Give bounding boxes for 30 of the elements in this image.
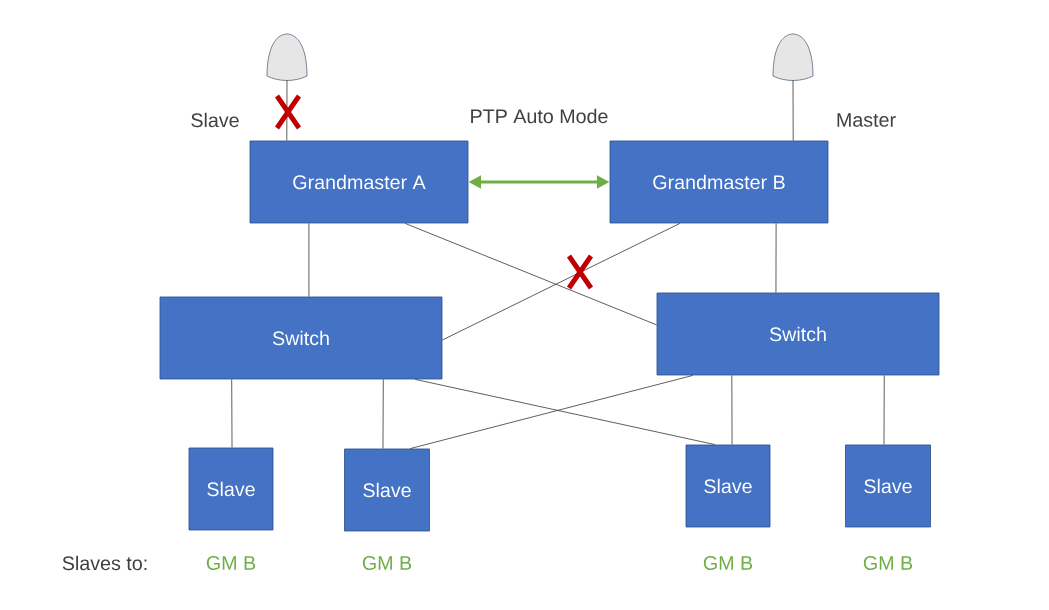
connector-line: [308, 223, 310, 297]
process-box: Slave: [685, 444, 771, 528]
connector-line: [404, 223, 657, 326]
connector-line: [231, 379, 233, 448]
antenna-icon: [266, 33, 308, 81]
process-box: Grandmaster A: [249, 140, 469, 224]
connector-line: [792, 79, 794, 141]
connector-line: [382, 379, 384, 449]
connector-line: [414, 379, 716, 445]
connector-line: [286, 79, 288, 141]
caption-text: GM B: [362, 556, 412, 570]
process-box: Switch: [656, 292, 940, 376]
process-box: Slave: [845, 444, 931, 528]
caption-text: GM B: [863, 556, 913, 570]
connector-line: [775, 223, 777, 293]
antenna-icon: [772, 33, 814, 81]
label-text: Slave: [191, 112, 239, 128]
process-box: Slave: [188, 447, 274, 531]
edge-label: PTP Auto Mode: [468, 107, 610, 125]
connector-line: [442, 223, 681, 341]
caption-text: GM B: [703, 556, 753, 570]
caption-text: GM B: [206, 556, 256, 570]
label-text: Master: [837, 113, 896, 127]
process-box: Grandmaster B: [609, 140, 829, 224]
process-box: Switch: [159, 296, 443, 380]
label-text: Slaves to:: [62, 555, 147, 571]
process-box: Slave: [344, 448, 430, 532]
connector-line: [883, 375, 885, 445]
connector-line: [731, 375, 733, 445]
connector-line: [409, 375, 694, 449]
